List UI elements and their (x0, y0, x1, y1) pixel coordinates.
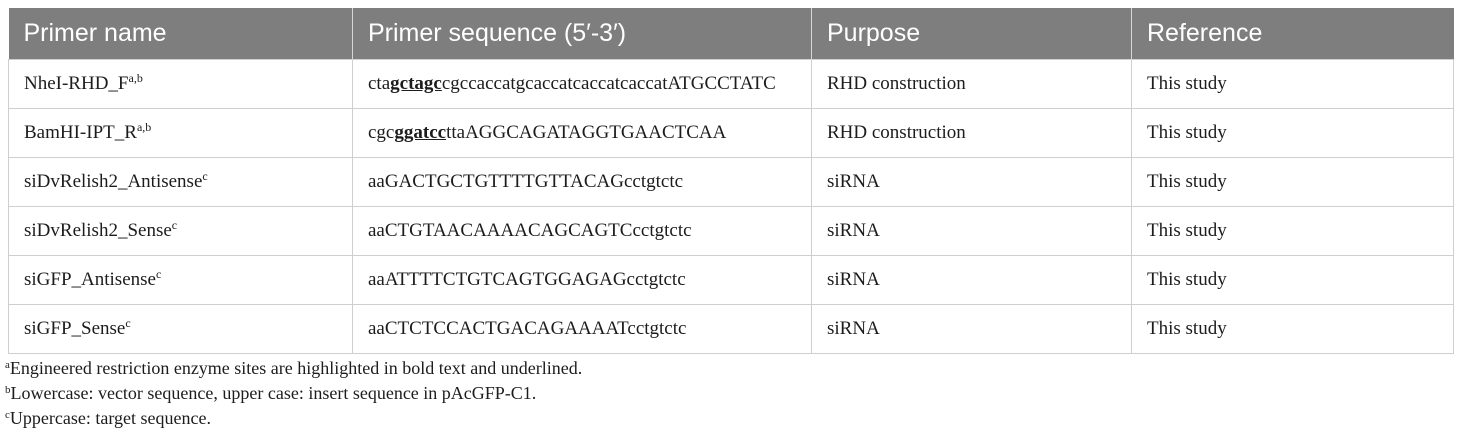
primer-sequence-cell: aaCTGTAACAAAACAGCAGTCcctgtctc (352, 206, 812, 256)
primer-name-cell: NheI-RHD_Fa,b (8, 59, 353, 109)
restriction-site: gctagc (390, 72, 442, 94)
table-row: siDvRelish2_Antisensec aaGACTGCTGTTTTGTT… (8, 157, 1454, 207)
primer-name-cell: siDvRelish2_Antisensec (8, 157, 353, 207)
sequence-suffix: ttaAGGCAGATAGGTGAACTCAA (446, 121, 727, 143)
reference-cell: This study (1131, 108, 1454, 158)
footnote-marker: c (202, 168, 208, 183)
table-row: siGFP_Antisensec aaATTTTCTGTCAGTGGAGAGcc… (8, 255, 1454, 305)
footnote-mark: b (5, 384, 11, 396)
footnote-mark: a (5, 359, 10, 371)
footnote-text: Engineered restriction enzyme sites are … (9, 358, 583, 378)
purpose-cell: siRNA (811, 157, 1132, 207)
purpose-cell: RHD construction (811, 59, 1132, 109)
reference-cell: This study (1131, 206, 1454, 256)
primer-sequence-cell: ctagctagccgccaccatgcaccatcaccatcaccatATG… (352, 59, 812, 109)
primer-sequence-cell: cgcggatccttaAGGCAGATAGGTGAACTCAA (352, 108, 812, 158)
primer-name-cell: siDvRelish2_Sensec (8, 206, 353, 256)
purpose-cell: siRNA (811, 206, 1132, 256)
table-row: BamHI-IPT_Ra,b cgcggatccttaAGGCAGATAGGTG… (8, 108, 1454, 158)
footnote: bLowercase: vector sequence, upper case:… (5, 381, 582, 406)
table-row: NheI-RHD_Fa,b ctagctagccgccaccatgcaccatc… (8, 59, 1454, 109)
reference-cell: This study (1131, 255, 1454, 305)
primer-name: siGFP_Antisense (24, 268, 156, 290)
header-primer-sequence: Primer sequence (5′-3′) (352, 8, 812, 60)
footnote-text: Lowercase: vector sequence, upper case: … (10, 383, 537, 403)
primer-table-container: Primer name Primer sequence (5′-3′) Purp… (8, 8, 1454, 354)
footnote: cUppercase: target sequence. (5, 406, 582, 431)
primer-name-cell: siGFP_Antisensec (8, 255, 353, 305)
primer-sequence-cell: aaGACTGCTGTTTTGTTACAGcctgtctc (352, 157, 812, 207)
primer-sequence-cell: aaCTCTCCACTGACAGAAAATcctgtctc (352, 304, 812, 354)
table-row: siGFP_Sensec aaCTCTCCACTGACAGAAAATcctgtc… (8, 304, 1454, 354)
primer-name: siDvRelish2_Antisense (24, 170, 203, 192)
reference-cell: This study (1131, 59, 1454, 109)
primer-sequence-cell: aaATTTTCTGTCAGTGGAGAGcctgtctc (352, 255, 812, 305)
primer-name: siDvRelish2_Sense (24, 219, 172, 241)
footnote-marker: c (171, 217, 178, 232)
footnote-marker: c (155, 266, 162, 281)
primer-name: NheI-RHD_F (24, 72, 129, 94)
footnote-marker: a,b (128, 70, 143, 85)
sequence-prefix: cgc (368, 121, 395, 143)
reference-cell: This study (1131, 157, 1454, 207)
footnote-marker: a,b (136, 119, 152, 134)
footnote-text: Uppercase: target sequence. (9, 408, 211, 428)
footnote: aEngineered restriction enzyme sites are… (5, 356, 582, 381)
sequence-suffix: cgccaccatgcaccatcaccatcaccatATGCCTATC (441, 72, 776, 94)
table-header-row: Primer name Primer sequence (5′-3′) Purp… (8, 8, 1454, 60)
table-row: siDvRelish2_Sensec aaCTGTAACAAAACAGCAGTC… (8, 206, 1454, 256)
restriction-site: ggatcc (394, 121, 447, 143)
primer-name: BamHI-IPT_R (24, 121, 137, 143)
header-reference: Reference (1131, 8, 1454, 60)
primer-table: Primer name Primer sequence (5′-3′) Purp… (8, 8, 1454, 354)
header-primer-name: Primer name (8, 8, 353, 60)
primer-name-cell: BamHI-IPT_Ra,b (8, 108, 353, 158)
footnote-mark: c (5, 409, 10, 421)
header-purpose: Purpose (811, 8, 1132, 60)
purpose-cell: siRNA (811, 255, 1132, 305)
reference-cell: This study (1131, 304, 1454, 354)
footnote-marker: c (125, 315, 131, 330)
sequence-prefix: cta (368, 72, 391, 94)
purpose-cell: siRNA (811, 304, 1132, 354)
table-footnotes: aEngineered restriction enzyme sites are… (5, 356, 582, 431)
primer-name: siGFP_Sense (24, 317, 126, 339)
purpose-cell: RHD construction (811, 108, 1132, 158)
primer-name-cell: siGFP_Sensec (8, 304, 353, 354)
